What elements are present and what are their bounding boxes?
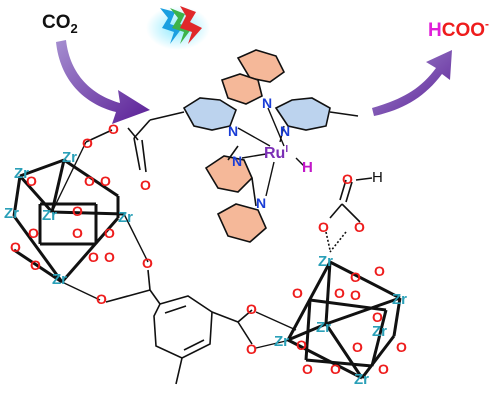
co2-arrow — [56, 40, 150, 124]
nitrogen-label: N — [280, 123, 290, 139]
oxygen-label: O — [342, 171, 353, 187]
oxygen-label: O — [246, 301, 257, 317]
benzene-linker — [105, 269, 253, 385]
zirconium-label: Zr — [42, 207, 57, 224]
product-label: HCOO- — [428, 17, 489, 41]
zirconium-label: Zr — [392, 291, 407, 308]
nitrogen-label: N — [262, 95, 272, 111]
oxygen-label: O — [296, 337, 307, 353]
zirconium-label: Zr — [52, 271, 67, 288]
oxygen-label: O — [352, 339, 363, 355]
product-arrow — [372, 50, 452, 116]
bicarbonate-group — [325, 177, 373, 253]
oxygen-label: O — [378, 361, 389, 377]
oxygen-label: O — [84, 173, 95, 189]
oxygen-label: O — [104, 225, 115, 241]
carboxylate-linker — [85, 127, 147, 173]
oxygen-label: O — [246, 341, 257, 357]
hydride-label: H — [302, 159, 313, 176]
oxygen-label: O — [26, 173, 37, 189]
zirconium-label: Zr — [62, 149, 77, 166]
lightning-bolt-icon — [146, 6, 210, 50]
oxygen-label: O — [100, 173, 111, 189]
oxygen-label: O — [96, 291, 107, 307]
oxygen-label: O — [104, 249, 115, 265]
coordination-bonds — [237, 107, 305, 197]
oxygen-label: O — [10, 239, 21, 255]
zirconium-label: Zr — [316, 319, 331, 336]
oxygen-label: O — [330, 361, 341, 377]
zirconium-label: Zr — [318, 253, 333, 270]
oxygen-label: O — [82, 135, 93, 151]
oxygen-label: O — [88, 249, 99, 265]
acid-hydrogen-label: H — [372, 169, 383, 186]
oxygen-label: O — [108, 121, 119, 137]
bipyridine-blue — [133, 97, 359, 139]
zirconium-label: Zr — [354, 371, 369, 388]
reactant-label: CO2 — [42, 12, 78, 36]
oxygen-label: O — [30, 257, 41, 273]
oxygen-label: O — [72, 225, 83, 241]
oxygen-label: O — [302, 361, 313, 377]
zirconium-label: Zr — [118, 209, 133, 226]
oxygen-label: O — [350, 287, 361, 303]
oxygen-label: O — [292, 285, 303, 301]
bipyridine-peach — [204, 49, 286, 243]
oxygen-label: O — [396, 339, 407, 355]
oxygen-label: O — [72, 203, 83, 219]
oxygen-label: O — [334, 285, 345, 301]
ruthenium-label: RuI — [264, 144, 288, 162]
zr-cluster-right — [255, 260, 402, 380]
oxygen-label: O — [28, 225, 39, 241]
zirconium-label: Zr — [274, 333, 289, 350]
oxygen-label: O — [350, 269, 361, 285]
oxygen-label: O — [372, 309, 383, 325]
oxygen-label: O — [140, 177, 151, 193]
zirconium-label: Zr — [14, 165, 29, 182]
nitrogen-label: N — [232, 153, 242, 169]
oxygen-label: O — [142, 255, 153, 271]
oxygen-label: O — [374, 263, 385, 279]
zr-cluster-left — [12, 141, 149, 301]
oxygen-label: O — [354, 219, 365, 235]
zirconium-label: Zr — [4, 205, 19, 222]
nitrogen-label: N — [228, 123, 238, 139]
oxygen-label: O — [318, 219, 329, 235]
nitrogen-label: N — [256, 195, 266, 211]
zirconium-label: Zr — [372, 323, 387, 340]
